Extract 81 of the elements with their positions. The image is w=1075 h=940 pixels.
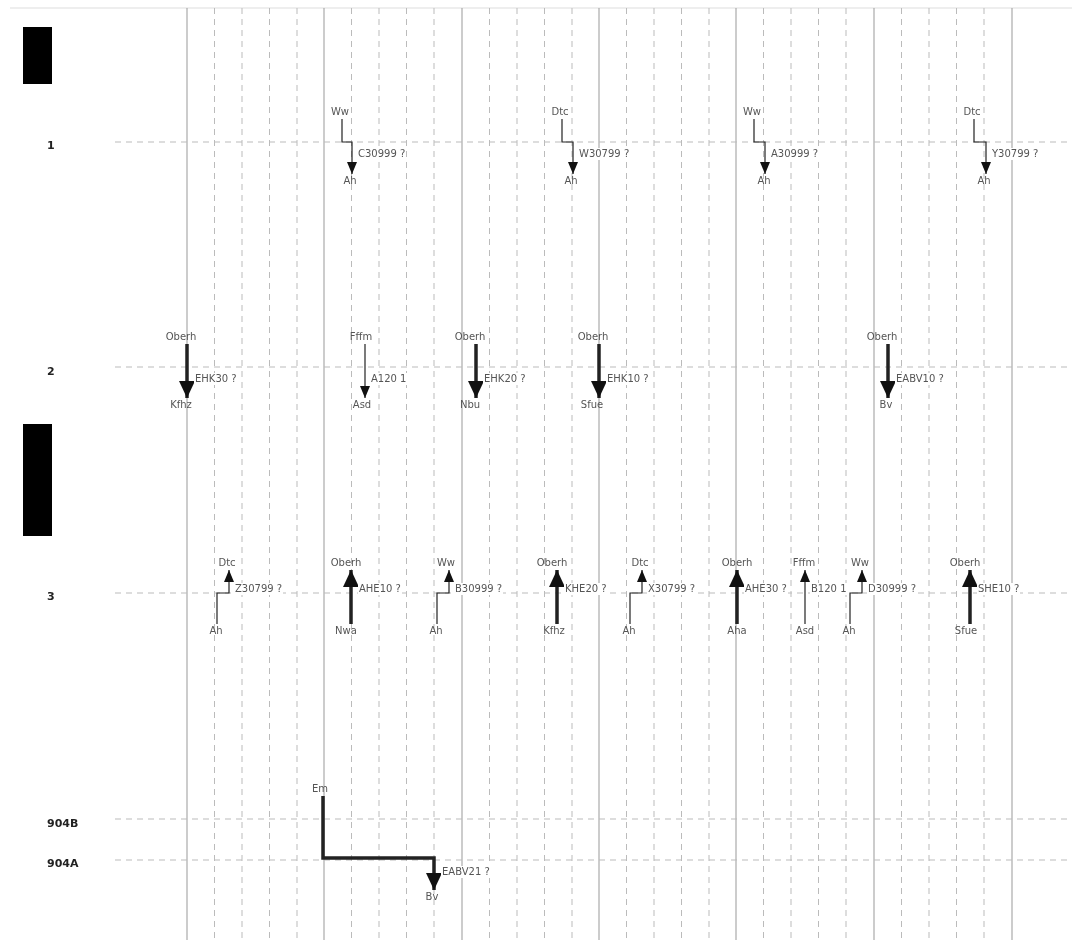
station-label: Oberh	[454, 331, 486, 343]
train-number: EABV10 ?	[895, 373, 945, 385]
station-label: Em	[311, 783, 329, 795]
train-arrow	[436, 569, 454, 625]
train-arrow	[341, 118, 357, 175]
station-label: Ah	[622, 625, 636, 637]
station-label: Nwa	[335, 625, 357, 637]
train-arrow	[549, 570, 565, 624]
station-label: Dtc	[218, 557, 236, 569]
station-label: Ww	[330, 106, 350, 118]
train-arrow	[591, 344, 607, 398]
station-label: Oberh	[721, 557, 753, 569]
station-label: Ah	[343, 175, 357, 187]
train-arrow	[880, 344, 896, 398]
track-number: 904B	[47, 817, 79, 830]
station-label: Dtc	[963, 106, 981, 118]
train-number: KHE20 ?	[564, 583, 608, 595]
train-number: W30799 ?	[578, 148, 631, 160]
train-arrow	[629, 569, 647, 625]
train-number: B120 1	[810, 583, 848, 595]
station-label: Ah	[209, 625, 223, 637]
station-label: Nbu	[459, 399, 481, 411]
station-label: Fffm	[792, 557, 816, 569]
train-arrow	[321, 796, 442, 890]
train-number: C30999 ?	[357, 148, 407, 160]
train-number: A30999 ?	[770, 148, 820, 160]
track-number: 2	[47, 365, 55, 378]
station-label: Oberh	[330, 557, 362, 569]
train-number: EHK20 ?	[483, 373, 527, 385]
station-label: Bv	[879, 399, 893, 411]
track-number: 3	[47, 590, 55, 603]
station-label: Asd	[795, 625, 815, 637]
station-label: Ah	[757, 175, 771, 187]
train-number: EABV21 ?	[441, 866, 491, 878]
train-arrow	[973, 118, 991, 175]
train-arrow	[216, 569, 234, 625]
station-label: Fffm	[349, 331, 373, 343]
train-number: EHK30 ?	[194, 373, 238, 385]
train-number: X30799 ?	[647, 583, 697, 595]
station-label: Ah	[564, 175, 578, 187]
train-number: AHE30 ?	[744, 583, 788, 595]
station-label: Ww	[742, 106, 762, 118]
train-number: A120 1	[370, 373, 408, 385]
station-label: Oberh	[577, 331, 609, 343]
train-number: SHE10 ?	[977, 583, 1021, 595]
train-arrow	[468, 344, 484, 398]
train-arrow	[343, 570, 359, 624]
station-label: Dtc	[551, 106, 569, 118]
train-number: EHK10 ?	[606, 373, 650, 385]
station-label: Oberh	[866, 331, 898, 343]
station-label: Sfue	[580, 399, 604, 411]
train-arrow	[800, 569, 810, 625]
train-number: Z30799 ?	[234, 583, 284, 595]
station-label: Sfue	[954, 625, 978, 637]
station-label: Ah	[842, 625, 856, 637]
train-number: Y30799 ?	[991, 148, 1040, 160]
station-label: Ww	[850, 557, 870, 569]
train-arrow	[753, 118, 770, 175]
train-number: B30999 ?	[454, 583, 504, 595]
station-label: Ah	[977, 175, 991, 187]
train-number: AHE10 ?	[358, 583, 402, 595]
station-label: Oberh	[949, 557, 981, 569]
station-label: Asd	[352, 399, 372, 411]
train-arrow	[561, 118, 578, 175]
station-label: Bv	[425, 891, 439, 903]
train-arrow	[179, 344, 195, 398]
station-label: Ah	[429, 625, 443, 637]
station-label: Oberh	[165, 331, 197, 343]
train-arrow	[729, 570, 745, 624]
station-label: Ww	[436, 557, 456, 569]
station-label: Kfhz	[543, 625, 565, 637]
station-label: Dtc	[631, 557, 649, 569]
train-arrow	[962, 570, 978, 624]
train-arrow	[360, 343, 370, 399]
station-label: Kfhz	[170, 399, 192, 411]
station-label: Aha	[727, 625, 747, 637]
track-number: 1	[47, 139, 55, 152]
train-number: D30999 ?	[867, 583, 917, 595]
track-number: 904A	[47, 857, 79, 870]
train-arrow	[849, 569, 867, 625]
station-label: Oberh	[536, 557, 568, 569]
